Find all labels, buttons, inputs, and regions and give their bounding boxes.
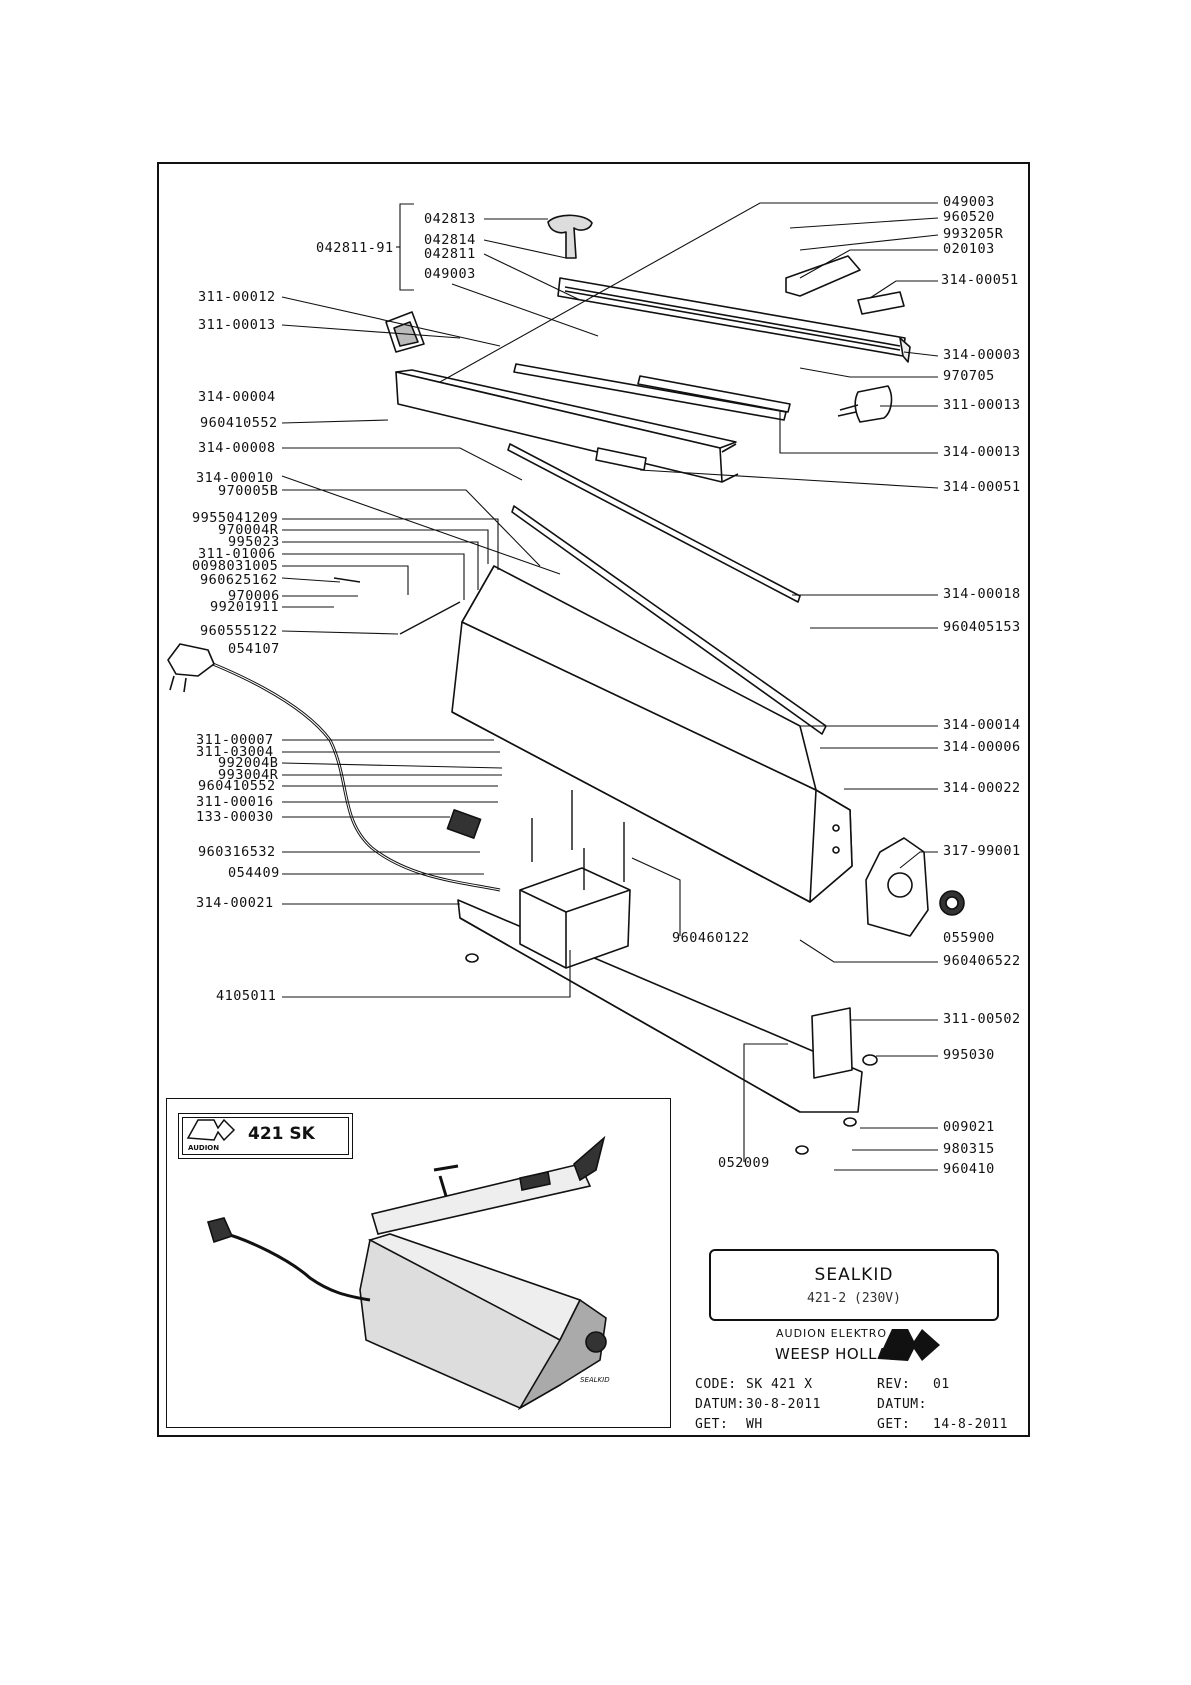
part-label: 049003	[424, 266, 476, 282]
hinge-block	[385, 311, 425, 353]
part-label: 311-00502	[943, 1011, 1021, 1027]
datum2-label: DATUM:	[877, 1397, 927, 1412]
part-label: 314-00022	[943, 780, 1021, 796]
part-label: 054107	[228, 641, 280, 657]
part-label: 992004B	[218, 755, 279, 771]
part-label: 960316532	[198, 844, 276, 860]
datum-value: 30-8-2011	[746, 1397, 821, 1412]
part-label: 311-00016	[196, 794, 274, 810]
part-label: 960555122	[200, 623, 278, 639]
part-label: 960410552	[200, 415, 278, 431]
part-label: 314-00021	[196, 895, 274, 911]
part-label: 314-00051	[943, 479, 1021, 495]
maker-location: WEESP HOLLAND	[775, 1345, 912, 1363]
part-label: 960405153	[943, 619, 1021, 635]
transformer	[519, 867, 631, 969]
product-name: SEALKID	[814, 1265, 894, 1285]
get-label: GET:	[695, 1417, 729, 1432]
badge-model: 421 SK	[248, 1124, 315, 1144]
datum-label: DATUM:	[695, 1397, 745, 1412]
part-label: 311-00013	[943, 397, 1021, 413]
drawing-frame	[157, 162, 1030, 1437]
part-label: 970006	[228, 588, 280, 604]
part-label: 311-00013	[198, 317, 276, 333]
product-model: 421-2 (230V)	[807, 1291, 901, 1306]
base-plate	[457, 899, 863, 1113]
housing-label: SEALKID	[580, 1376, 610, 1384]
part-label: 314-00004	[198, 389, 276, 405]
part-label: 9955041209	[192, 510, 279, 526]
part-label: 960410552	[198, 778, 276, 794]
title-box: SEALKID 421-2 (230V)	[709, 1249, 999, 1321]
badge-ae-logo	[186, 1118, 236, 1142]
code-label: CODE:	[695, 1377, 737, 1392]
part-label: 995030	[943, 1047, 995, 1063]
get2-label: GET:	[877, 1417, 911, 1432]
mains-plug	[167, 643, 215, 693]
upper-arm	[557, 277, 911, 363]
part-label: 995023	[228, 534, 280, 550]
group-label: 042811-91	[316, 240, 394, 256]
handle-knob	[547, 214, 593, 259]
part-label: 042811	[424, 246, 476, 262]
part-label: 970004R	[218, 522, 279, 538]
main-housing	[451, 565, 853, 903]
part-label: 052009	[718, 1155, 770, 1171]
part-label: 970705	[943, 368, 995, 384]
rev-value: 01	[933, 1377, 950, 1392]
part-label: 009021	[943, 1119, 995, 1135]
part-label: 314-00008	[198, 440, 276, 456]
product-inset	[166, 1098, 671, 1428]
part-label: 317-99001	[943, 843, 1021, 859]
part-label: 99201911	[210, 599, 280, 615]
part-label: 960406522	[943, 953, 1021, 969]
badge-brand: AUDION	[188, 1144, 220, 1152]
badge-border	[182, 1117, 349, 1155]
maker-name: AUDION ELEKTRO	[776, 1327, 888, 1340]
part-label: 042814	[424, 232, 476, 248]
product-illustration	[206, 1135, 607, 1411]
part-label: 314-00010	[196, 470, 274, 486]
part-label: 314-00013	[943, 444, 1021, 460]
get2-value: 14-8-2011	[933, 1417, 1008, 1432]
part-label: 314-00003	[943, 347, 1021, 363]
part-label: 0098031005	[192, 558, 279, 574]
part-label: 960460122	[672, 930, 750, 946]
part-label: 993004R	[218, 767, 279, 783]
model-badge: 421 SK AUDION	[178, 1113, 353, 1159]
end-cap-right	[837, 385, 893, 423]
side-plate	[865, 837, 965, 937]
part-label: 311-01006	[198, 546, 276, 562]
part-label: 314-00006	[943, 739, 1021, 755]
part-label: 4105011	[216, 988, 277, 1004]
part-label: 020103	[943, 241, 995, 257]
part-label: 314-00051	[941, 272, 1019, 288]
part-label: 960520	[943, 209, 995, 225]
part-label: 960410	[943, 1161, 995, 1177]
part-label: 311-03004	[196, 744, 274, 760]
part-label: 314-00018	[943, 586, 1021, 602]
part-label: 055900	[943, 930, 995, 946]
part-label: 042813	[424, 211, 476, 227]
part-label: 311-00007	[196, 732, 274, 748]
part-label: 993205R	[943, 226, 1004, 242]
part-label: 970005B	[218, 483, 279, 499]
part-label: 054409	[228, 865, 280, 881]
part-label: 049003	[943, 194, 995, 210]
part-label: 980315	[943, 1141, 995, 1157]
get-value: WH	[746, 1417, 763, 1432]
part-label: 314-00014	[943, 717, 1021, 733]
code-value: SK 421 X	[746, 1377, 813, 1392]
ae-logo	[878, 1329, 940, 1361]
part-label: 311-00012	[198, 289, 276, 305]
rev-label: REV:	[877, 1377, 911, 1392]
part-label: 960625162	[200, 572, 278, 588]
part-label: 133-00030	[196, 809, 274, 825]
